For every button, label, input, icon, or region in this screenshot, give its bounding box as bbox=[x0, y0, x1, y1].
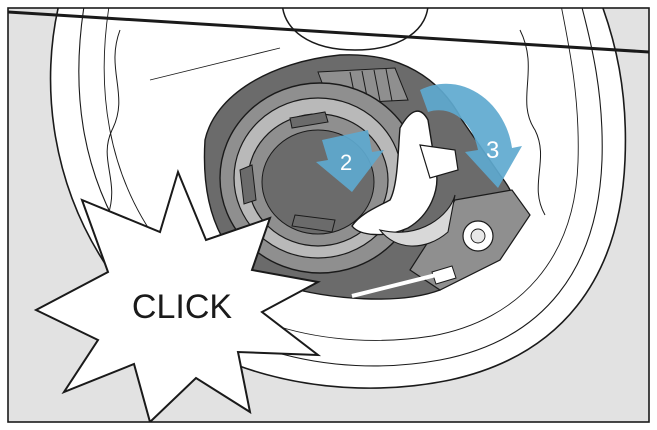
small-white-nut bbox=[463, 221, 493, 251]
click-callout-text: CLICK bbox=[132, 288, 232, 326]
step-2-label: 2 bbox=[340, 150, 352, 175]
step-3-label: 3 bbox=[486, 137, 499, 164]
scene: 3 2 CLICK bbox=[8, 0, 649, 422]
